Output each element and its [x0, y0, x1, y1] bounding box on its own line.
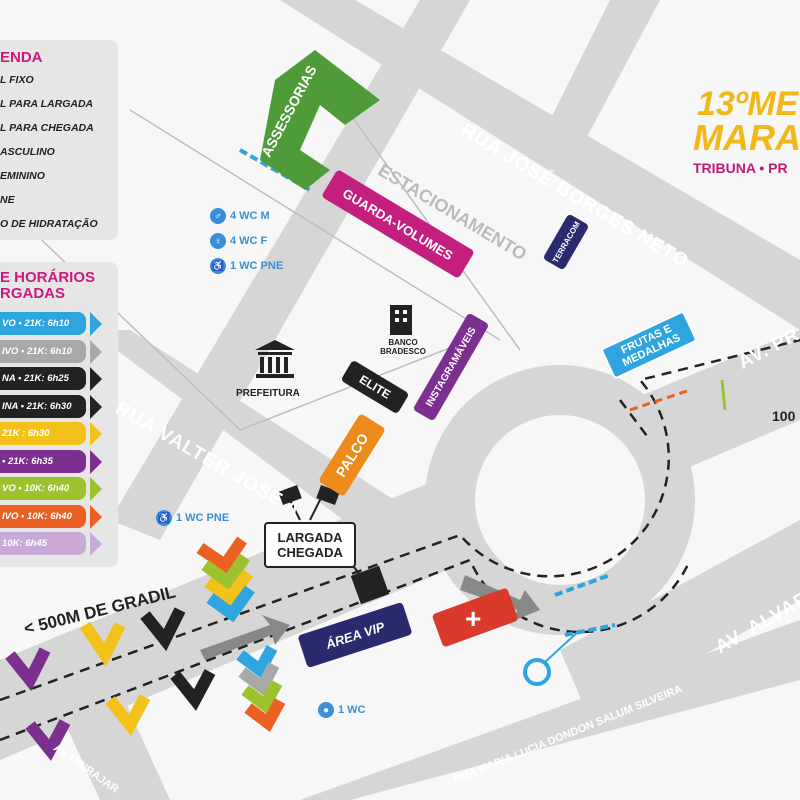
event-title-line1: 13ºME — [697, 85, 799, 123]
schedule-row: • 21K: 6h35 — [0, 449, 86, 473]
chegada-label: CHEGADA — [277, 545, 343, 560]
wc-label: 1 WC PNE — [176, 512, 230, 524]
male-icon: ♂ — [210, 208, 226, 224]
legend-item: EMININO — [0, 170, 45, 182]
schedule-heading: RGADAS — [0, 285, 66, 302]
schedule-row: 21K : 6h30 — [0, 422, 86, 445]
bank-icon — [390, 305, 412, 335]
wc-label: 1 WC PNE — [230, 260, 284, 272]
wc-pne: ♿ 1 WC PNE — [210, 258, 283, 274]
prefeitura-icon — [255, 340, 295, 378]
road-ubirajara — [50, 690, 170, 800]
largada-label: LARGADA — [277, 530, 343, 545]
wc-single: ● 1 WC — [318, 702, 366, 718]
assessorias-area — [260, 50, 380, 190]
chevron-right-icon — [90, 504, 102, 529]
schedule-row: IVO • 10K: 6h40 — [0, 504, 86, 528]
legend-item: ASCULINO — [0, 146, 55, 158]
banco-label: BANCO BRADESCO — [380, 338, 426, 356]
legend-panel: ENDA L FIXO L PARA LARGADA L PARA CHEGAD… — [0, 40, 118, 240]
chevron-right-icon — [90, 532, 102, 556]
wheelchair-icon: ♿ — [210, 258, 226, 274]
schedule-row: INA • 21K: 6h30 — [0, 394, 86, 418]
schedule-row: NA • 21K: 6h25 — [0, 367, 86, 390]
chevron-right-icon — [90, 394, 102, 419]
wc-label: 1 WC — [338, 704, 366, 716]
event-title-line2: MARA — [693, 117, 800, 158]
wc-label: 4 WC M — [230, 210, 270, 222]
legend-item: L PARA CHEGADA — [0, 122, 94, 134]
legend-item: NE — [0, 194, 15, 206]
largada-chegada-sign: LARGADA CHEGADA — [264, 522, 356, 568]
schedule-row: VO • 21K: 6h10 — [0, 312, 86, 335]
wc-female: ♀ 4 WC F — [210, 233, 267, 249]
person-icon: ● — [318, 702, 334, 718]
schedule-heading: E HORÁRIOS — [0, 269, 96, 286]
event-subtitle: TRIBUNA • PR — [693, 160, 788, 176]
wc-label: 4 WC F — [230, 235, 268, 247]
chevron-right-icon — [90, 339, 102, 364]
wc-pne-2: ♿ 1 WC PNE — [156, 510, 229, 526]
schedule-row: 10K: 6h45 — [0, 532, 86, 555]
road-top-right — [540, 0, 660, 150]
legend-item: O DE HIDRATAÇÃO — [0, 218, 98, 230]
female-icon: ♀ — [210, 233, 226, 249]
legend-item: L PARA LARGADA — [0, 98, 94, 110]
road-alvaro — [560, 520, 800, 720]
hydration-icon — [523, 658, 551, 686]
chevron-right-icon — [90, 477, 102, 501]
chevron-right-icon — [90, 312, 102, 336]
road-maria-lucia — [300, 620, 800, 800]
legend-item: L FIXO — [0, 74, 34, 86]
chevron-right-icon — [90, 449, 102, 474]
chevron-right-icon — [90, 422, 102, 446]
svg-text:+: + — [465, 603, 481, 634]
schedule-row: VO • 10K: 6h40 — [0, 477, 86, 500]
schedule-row: IVO • 21K: 6h10 — [0, 339, 86, 363]
prefeitura-label: PREFEITURA — [236, 388, 300, 399]
wc-male: ♂ 4 WC M — [210, 208, 270, 224]
roundabout-island — [475, 415, 645, 585]
chevron-right-icon — [90, 367, 102, 391]
finish-flag-area — [350, 565, 390, 605]
wheelchair-icon: ♿ — [156, 510, 172, 526]
medical-post — [432, 588, 518, 647]
distance-marker: 100 — [772, 408, 796, 424]
legend-heading: ENDA — [0, 49, 43, 66]
